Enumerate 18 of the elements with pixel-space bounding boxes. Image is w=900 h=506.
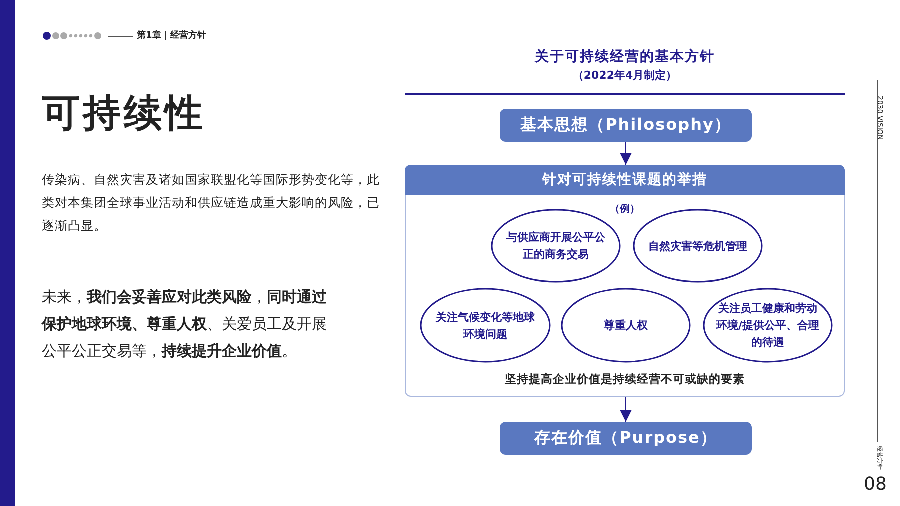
arrow (620, 396, 632, 422)
ellipse-node: 关注气候变化等地球环境问题 (420, 288, 551, 363)
ellipse-node: 自然灾害等危机管理 (633, 209, 763, 283)
process-box: 存在价值（Purpose） (500, 422, 752, 455)
commitment-paragraph: 未来，我们会妥善应对此类风险，同时通过保护地球环境、尊重人权、关爱员工及开展公平公正交易等，持续提升企业价值。 (42, 287, 328, 362)
arrow (620, 142, 632, 166)
diagram-title: 关于可持续经营的基本方针 (534, 48, 716, 66)
ellipse-node: 尊重人权 (561, 288, 691, 363)
panel-footer-text: 坚持提高企业价值是持续经营不可或缺的要素 (504, 372, 746, 387)
page-number: 08 (864, 474, 887, 495)
panel-header: 针对可持续性课题的举措 (405, 165, 845, 195)
diagram-subtitle: （2022年4月制定） (572, 68, 678, 83)
intro-paragraph: 传染病、自然灾害及诸如国家联盟化等国际形势变化等，此类对本集团全球事业活动和供应链造成重大影响的风险，已逐渐凸显。 (42, 171, 381, 235)
page-title: 可持续性 (42, 90, 206, 137)
group-panel (405, 165, 845, 397)
chapter-heading: 第1章｜经营方针 (137, 29, 206, 42)
process-box: 基本思想（Philosophy） (500, 109, 752, 142)
ellipse-node: 关注员工健康和劳动环境/提供公平、合理的待遇 (703, 288, 833, 363)
